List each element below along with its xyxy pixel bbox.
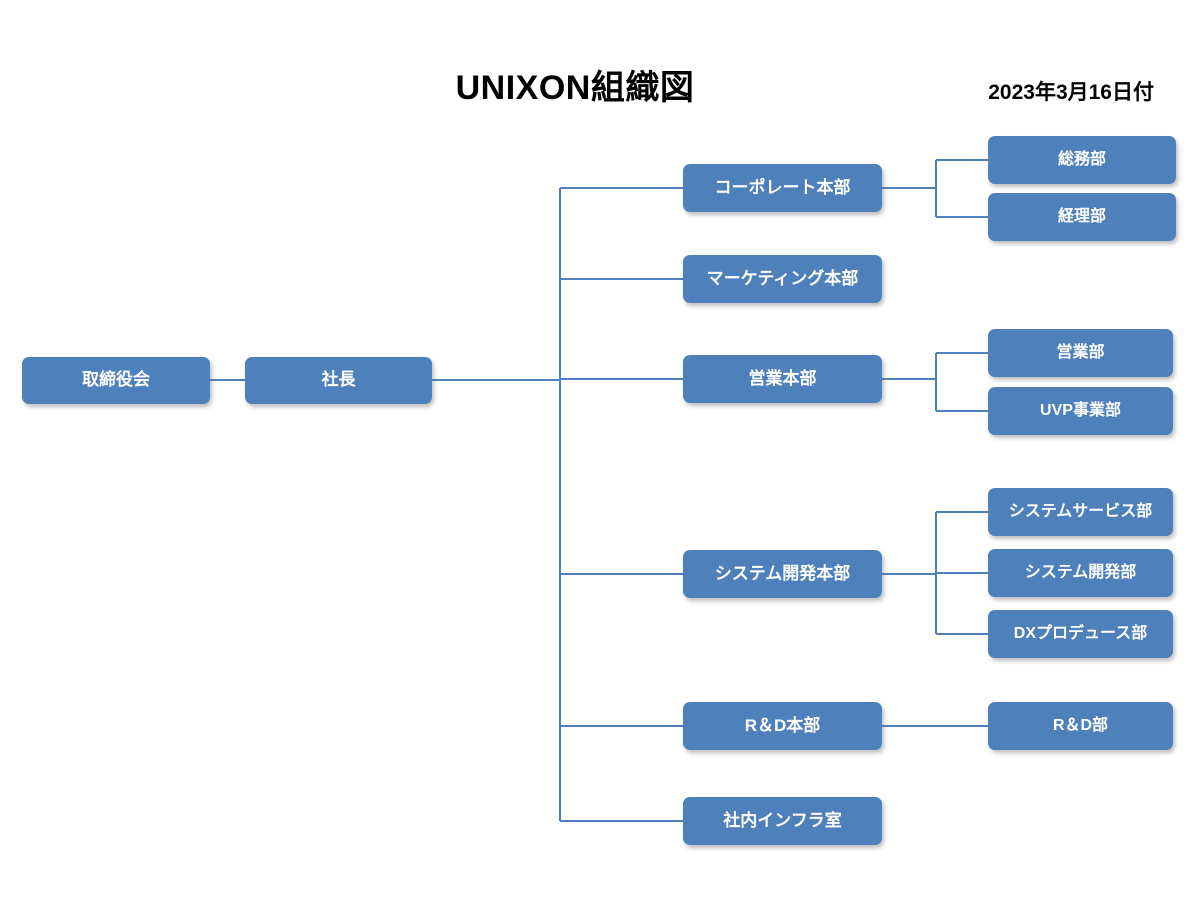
org-node-system-dev-dept: システム開発部 <box>988 549 1173 597</box>
connector-sysdev-branch <box>882 511 989 635</box>
connector-sales-branch <box>882 352 989 412</box>
org-node-corporate-hq: コーポレート本部 <box>683 164 882 212</box>
org-node-sales-dept: 営業部 <box>988 329 1173 377</box>
org-node-uvp-business-dept: UVP事業部 <box>988 387 1173 435</box>
page-title: UNIXON組織図 <box>455 69 695 107</box>
org-node-sales-hq: 営業本部 <box>683 355 882 403</box>
org-node-board-of-directors: 取締役会 <box>22 357 210 404</box>
connector-spine <box>210 187 684 822</box>
connector-corporate-branch <box>882 159 989 218</box>
chart-date: 2023年3月16日付 <box>988 81 1154 104</box>
org-node-accounting-dept: 経理部 <box>988 193 1176 241</box>
org-node-infra-office: 社内インフラ室 <box>683 797 882 845</box>
org-node-marketing-hq: マーケティング本部 <box>683 255 882 303</box>
org-node-general-affairs-dept: 総務部 <box>988 136 1176 184</box>
org-node-dx-produce-dept: DXプロデュース部 <box>988 610 1173 658</box>
org-node-rd-hq: R＆D本部 <box>683 702 882 750</box>
org-node-system-service-dept: システムサービス部 <box>988 488 1173 536</box>
org-node-rd-dept: R＆D部 <box>988 702 1173 750</box>
org-node-president: 社長 <box>245 357 432 404</box>
org-node-sysdev-hq: システム開発本部 <box>683 550 882 598</box>
